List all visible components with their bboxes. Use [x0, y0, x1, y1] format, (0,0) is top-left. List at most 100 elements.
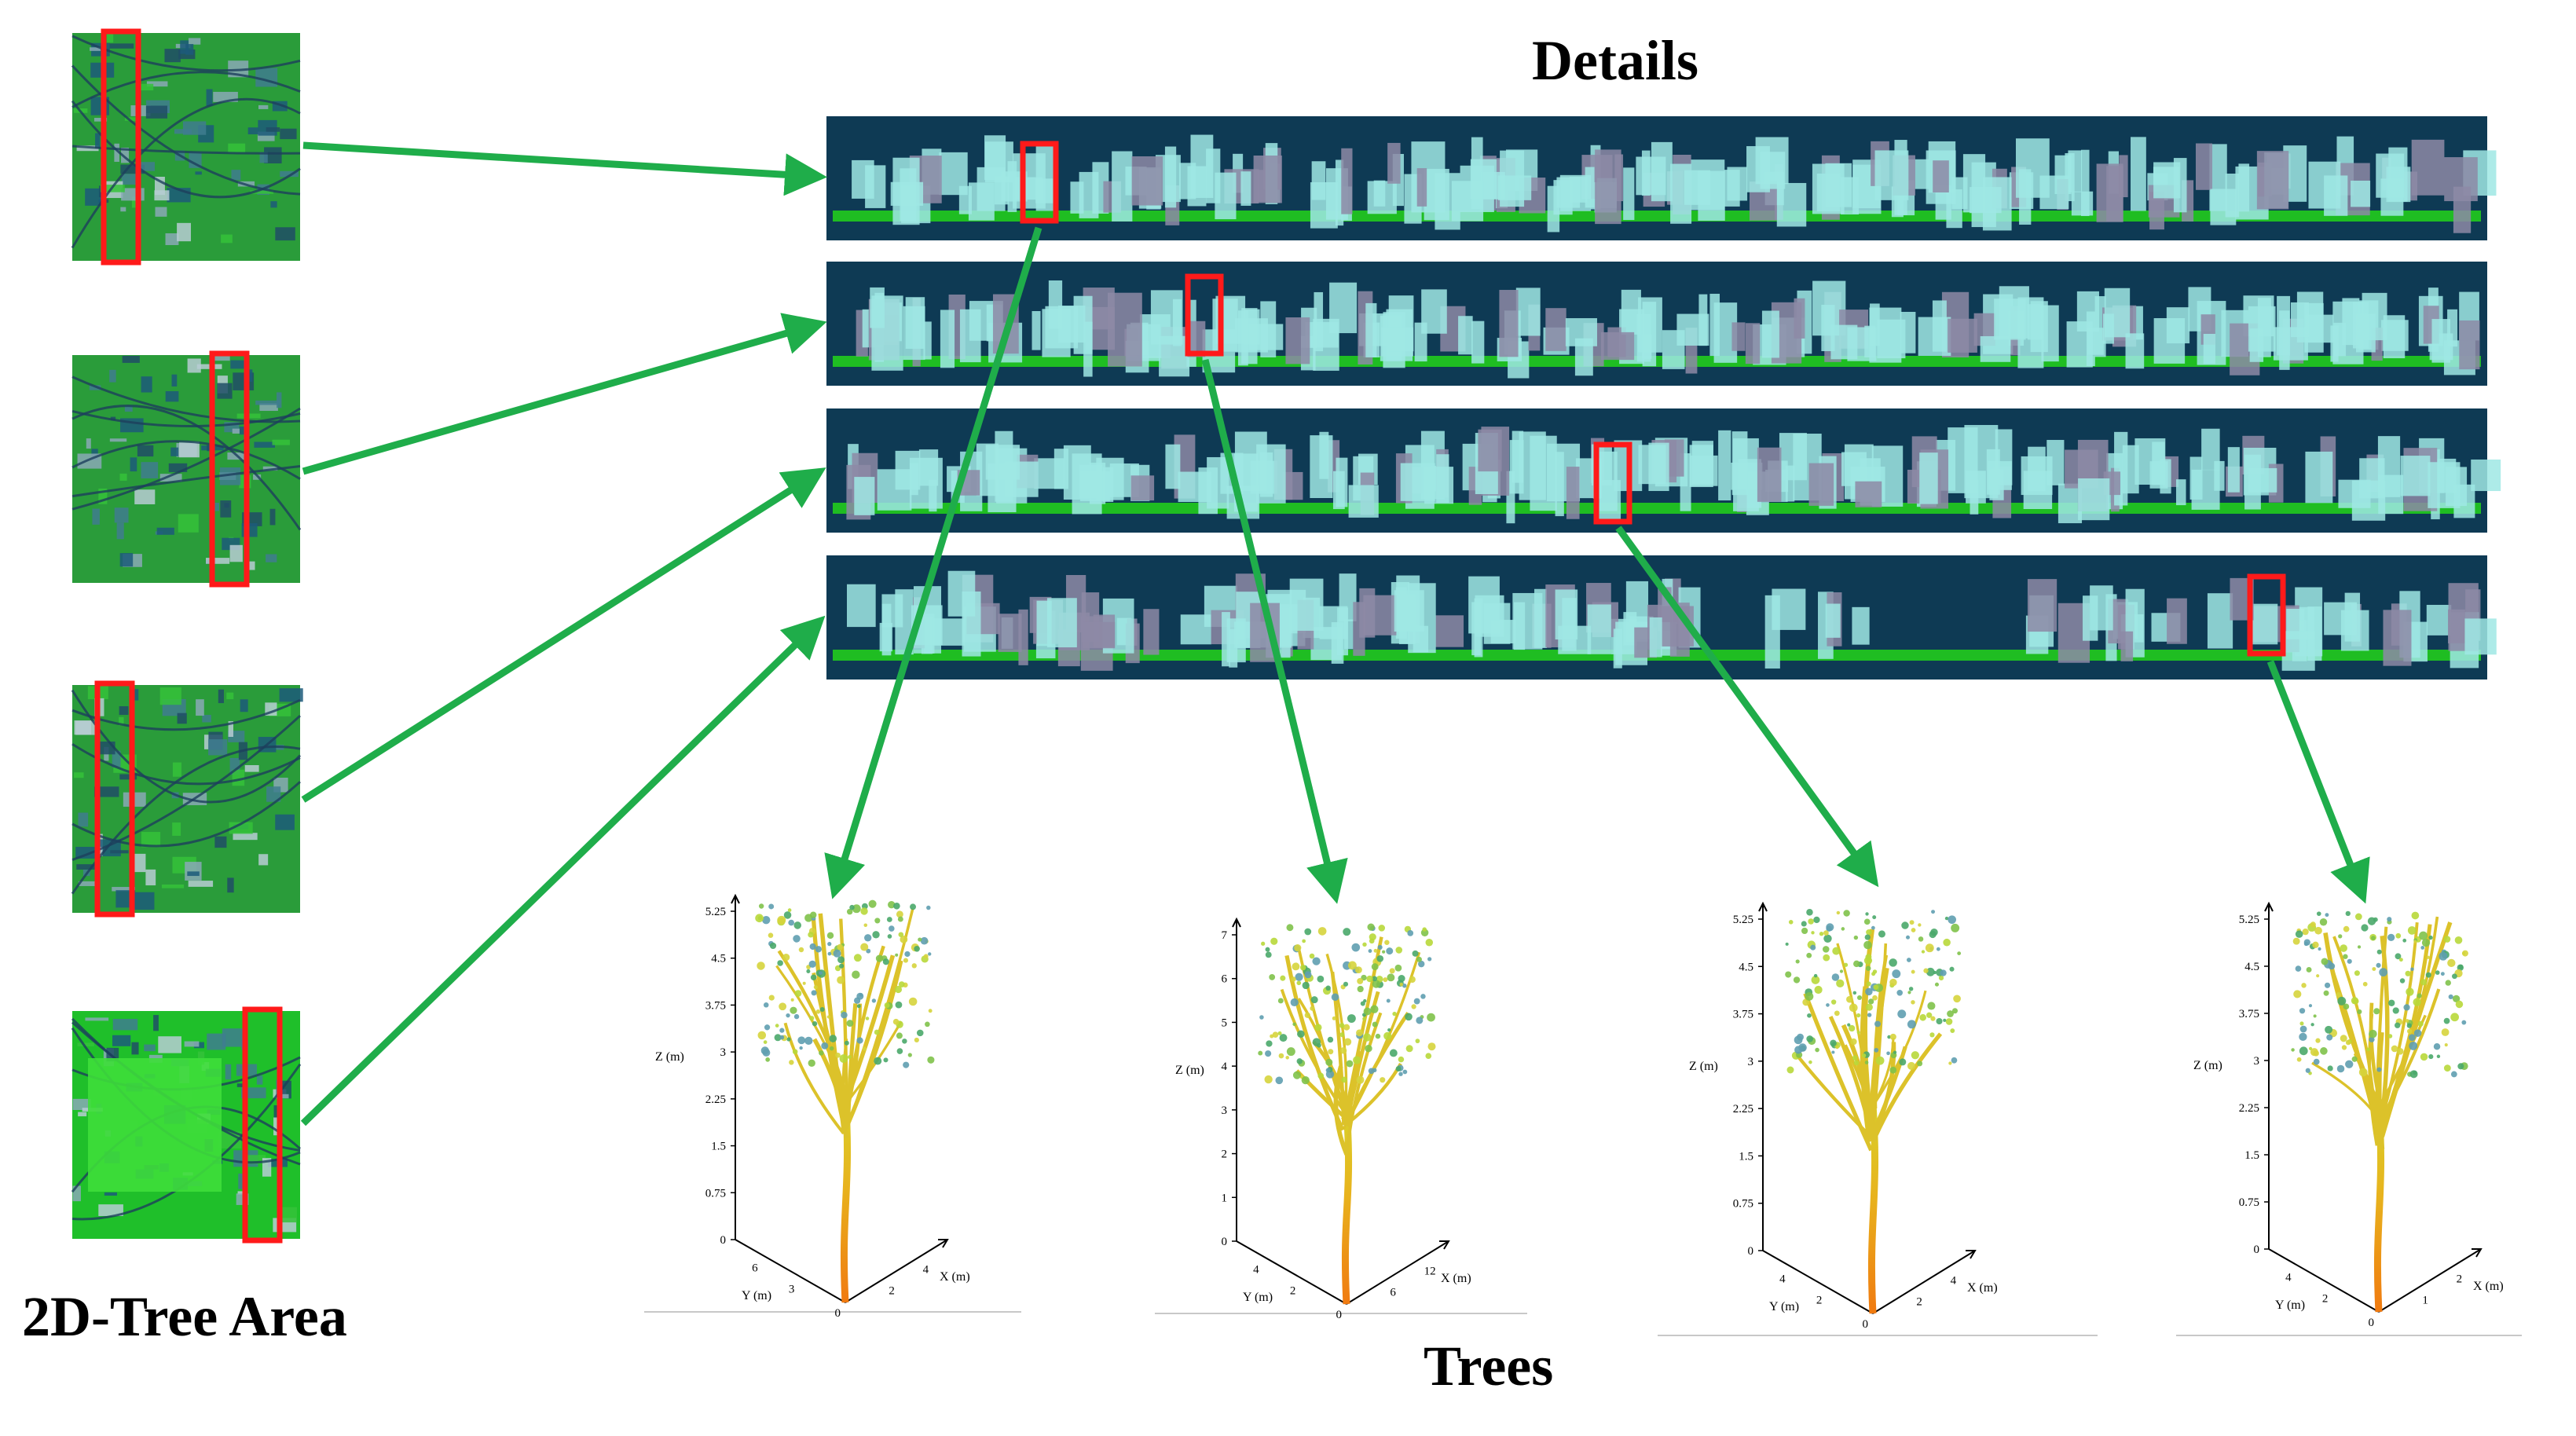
details-heading: Details	[1532, 29, 1698, 92]
z-tick-label: 3.75	[1733, 1009, 1753, 1021]
z-tick-label: 0	[1222, 1236, 1228, 1248]
y-axis	[2268, 1248, 2380, 1313]
z-axis-label: Z (m)	[1175, 1064, 1204, 1077]
point-cloud-strip	[826, 408, 2501, 533]
x-axis	[2378, 1248, 2482, 1313]
z-axis-label: Z (m)	[2193, 1059, 2222, 1072]
z-tick-label: 5.25	[2239, 914, 2259, 926]
z-tick-label: 0.75	[1733, 1198, 1753, 1211]
x-axis	[845, 1239, 948, 1303]
y-axis	[1762, 1250, 1874, 1314]
point-cloud-strip	[826, 555, 2497, 680]
tree-plot: 0 0.75 1.5 2.25 3 3.75 4.5 5.25 Z (m) 2 4 Y (m) 1 2 X …	[2176, 901, 2522, 1336]
z-tick-label: 2	[1222, 1148, 1228, 1161]
z-tick-label: 2.25	[2239, 1102, 2259, 1115]
y-axis	[1236, 1240, 1347, 1305]
z-tick-label: 2.25	[705, 1093, 726, 1106]
x-tick-label: 1	[2422, 1294, 2428, 1306]
origin-label: 0	[2369, 1317, 2375, 1329]
z-tick-label: 2.25	[1733, 1103, 1753, 1115]
x-tick-label: 4	[923, 1264, 929, 1277]
z-tick-label: 1.5	[1739, 1150, 1753, 1163]
z-tick-label: 5.25	[705, 906, 726, 918]
origin-label: 0	[1336, 1309, 1343, 1321]
y-tick-label: 4	[2285, 1272, 2292, 1284]
origin-label: 0	[1863, 1318, 1869, 1331]
selection-box	[1185, 273, 1224, 357]
y-tick-label: 4	[1253, 1264, 1259, 1277]
x-axis-label: X (m)	[940, 1270, 970, 1284]
y-axis-label: Y (m)	[1243, 1291, 1273, 1304]
aerial-thumbnail	[71, 1006, 302, 1244]
z-tick-label: 3	[1222, 1104, 1228, 1117]
point-cloud-strip	[826, 262, 2487, 386]
x-axis-label: X (m)	[1967, 1281, 1998, 1295]
connector-arrow	[1201, 358, 1348, 904]
x-axis	[1346, 1240, 1449, 1305]
z-tick-label: 6	[1222, 973, 1228, 986]
selection-box	[101, 28, 141, 266]
y-axis-label: Y (m)	[1769, 1300, 1799, 1313]
x-tick-label: 2	[2457, 1273, 2463, 1286]
z-axis-label: Z (m)	[1689, 1060, 1718, 1073]
z-axis-label: Z (m)	[655, 1050, 684, 1064]
z-tick-label: 1.5	[711, 1141, 726, 1153]
y-tick-label: 4	[1779, 1273, 1786, 1286]
z-tick-label: 3	[1748, 1056, 1754, 1068]
aerial-thumbnail	[71, 28, 301, 266]
z-tick-label: 5.25	[1733, 914, 1753, 926]
x-tick-label: 6	[1390, 1286, 1396, 1299]
y-tick-label: 2	[1290, 1284, 1296, 1297]
aerial-thumbnail	[71, 350, 302, 588]
x-tick-label: 2	[889, 1284, 895, 1297]
y-tick-label: 2	[2322, 1292, 2329, 1305]
z-tick-label: 0.75	[2239, 1196, 2259, 1209]
origin-label: 0	[835, 1307, 841, 1320]
y-axis-label: Y (m)	[2275, 1299, 2305, 1312]
z-tick-label: 4.5	[1739, 961, 1753, 973]
y-axis	[735, 1239, 846, 1303]
point-cloud-strip	[826, 116, 2497, 240]
y-tick-label: 2	[1816, 1294, 1823, 1306]
z-tick-label: 3.75	[705, 999, 726, 1012]
x-axis-label: X (m)	[2473, 1280, 2504, 1293]
selection-box	[94, 680, 135, 918]
tree-plot: 0 0.75 1.5 2.25 3 3.75 4.5 5.25 Z (m) 2 4 Y (m) 2 4 X …	[1658, 901, 2098, 1336]
x-axis	[1872, 1250, 1976, 1314]
y-tick-label: 6	[752, 1262, 758, 1275]
z-tick-label: 3	[2254, 1055, 2260, 1068]
x-tick-label: 2	[1916, 1295, 1922, 1308]
z-tick-label: 4.5	[711, 953, 726, 965]
trees-heading: Trees	[1424, 1335, 1554, 1398]
x-tick-label: 12	[1424, 1266, 1436, 1278]
z-tick-label: 3.75	[2239, 1008, 2259, 1020]
tree-area-heading: 2D-Tree Area	[22, 1285, 347, 1348]
z-tick-label: 7	[1222, 929, 1228, 942]
z-tick-label: 0	[720, 1234, 727, 1247]
selection-box	[2247, 573, 2286, 657]
selection-box	[1593, 441, 1632, 525]
x-tick-label: 4	[1951, 1275, 1957, 1288]
z-tick-label: 0	[1748, 1245, 1754, 1258]
z-tick-label: 1	[1222, 1192, 1228, 1204]
connector-arrow	[824, 226, 1042, 899]
connector-arrow	[1615, 526, 1879, 888]
y-tick-label: 3	[789, 1283, 795, 1295]
z-tick-label: 1.5	[2244, 1149, 2259, 1162]
z-tick-label: 5	[1222, 1017, 1228, 1029]
z-tick-label: 4.5	[2244, 961, 2259, 973]
x-axis-label: X (m)	[1441, 1272, 1471, 1285]
connector-arrow	[302, 141, 827, 196]
selection-box	[209, 350, 250, 588]
selection-box	[1020, 141, 1059, 224]
y-axis-label: Y (m)	[742, 1289, 771, 1302]
z-tick-label: 4	[1222, 1061, 1228, 1073]
connector-arrow	[302, 313, 827, 475]
z-tick-label: 0	[2254, 1244, 2260, 1256]
z-tick-label: 0.75	[705, 1187, 726, 1200]
aerial-thumbnail	[71, 680, 303, 918]
connector-arrow	[2266, 660, 2370, 904]
